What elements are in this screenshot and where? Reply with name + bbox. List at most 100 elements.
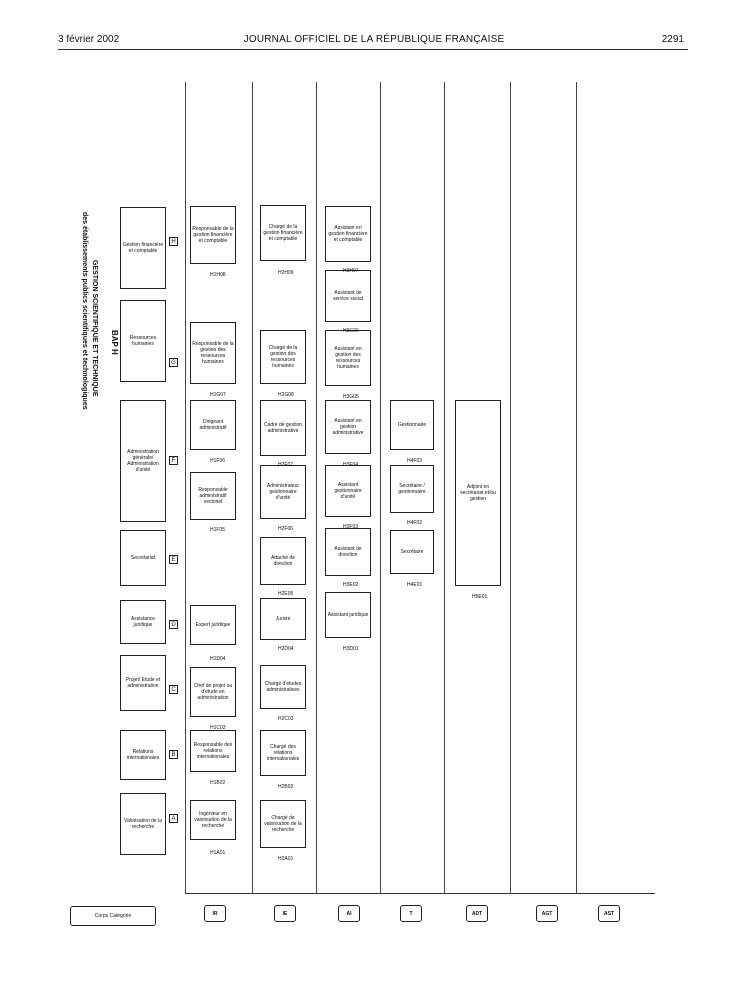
domain-letter-a: A: [169, 814, 178, 823]
job-h2f06: Administrateur gestionnaire d'unité: [260, 465, 306, 519]
job-label: Responsable de la gestion des ressources…: [192, 341, 234, 365]
job-h1h08: Responsable de la gestion financière et …: [190, 206, 236, 264]
domain-label: Secrétariat: [130, 555, 156, 561]
column-line-T: [380, 82, 381, 894]
job-code: H2A01: [278, 856, 294, 862]
column-line-AST: [576, 82, 577, 894]
column-line-AGT: [510, 82, 511, 894]
category-ie: IE: [274, 905, 296, 922]
job-h2a01: Chargé de valorisation de la recherche: [260, 800, 306, 848]
job-label: Responsable de la gestion financière et …: [192, 226, 234, 244]
domain-label: Valorisation de la recherche: [124, 818, 162, 830]
job-h5e01: Adjoint en secrétariat et/ou gestion: [455, 400, 501, 586]
job-h1g07: Responsable de la gestion des ressources…: [190, 322, 236, 384]
job-label: Expert juridique: [195, 622, 231, 628]
domain-letter-d: D: [169, 620, 178, 629]
job-h2g08: Chargé de la gestion des ressources huma…: [260, 330, 306, 384]
job-h3g05: Assistant en gestion des ressources huma…: [325, 330, 371, 386]
domain-header-c: Projet/ Etude et administration: [120, 655, 166, 711]
job-code: H4F02: [407, 520, 423, 526]
chart-subtitle-1: GESTION SCIENTIFIQUE ET TECHNIQUE: [91, 260, 98, 397]
header-date: 3 février 2002: [58, 34, 120, 45]
domain-header-e: Secrétariat: [120, 530, 166, 586]
domain-header-a: Valorisation de la recherche: [120, 793, 166, 855]
job-label: Cadre de gestion administrative: [263, 422, 303, 434]
job-label: Gestionnaire: [397, 422, 427, 428]
job-label: Chef de projet ou d'étude en administrat…: [193, 683, 233, 701]
job-code: H2H09: [278, 270, 294, 276]
job-label: Assistant en gestion des ressources huma…: [334, 346, 362, 370]
chart-title: BAP H: [110, 330, 119, 355]
job-label: Chargé d'études administratives: [264, 681, 302, 693]
job-h1f06: Dirigeant administratif: [190, 400, 236, 450]
job-label: Chargé des relations internationales: [266, 744, 300, 762]
domain-header-h: Gestion financière et comptable: [120, 207, 166, 289]
job-label: Administrateur gestionnaire d'unité: [266, 483, 300, 501]
domain-letter-b: B: [169, 750, 178, 759]
job-label: Dirigeant administratif: [199, 419, 227, 431]
job-code: H3H07: [343, 268, 359, 274]
job-code: H2F07: [278, 462, 294, 468]
job-label: Chargé de la gestion financière et compt…: [263, 224, 303, 242]
job-label: Assistant en gestion administrative: [332, 418, 364, 436]
job-h2d04: Juriste: [260, 598, 306, 640]
job-code: H2D04: [278, 646, 294, 652]
job-h3d01: Assistant juridique: [325, 592, 371, 638]
job-code: H2E05: [278, 591, 294, 597]
job-h2e05: Attaché de direction: [260, 537, 306, 585]
job-h1b02: Responsable des relations internationale…: [190, 730, 236, 772]
job-code: H2G08: [278, 392, 294, 398]
job-code: H1C03: [210, 725, 226, 731]
job-h2b02: Chargé des relations internationales: [260, 730, 306, 776]
column-line-AI: [316, 82, 317, 894]
domain-letter-c: C: [169, 685, 178, 694]
job-h1a01: Ingénieur en valorisation de la recherch…: [190, 800, 236, 840]
job-h1f05: Responsable administratif sectoriel: [190, 472, 236, 520]
job-label: Responsable administratif sectoriel: [198, 487, 228, 505]
job-code: H2B02: [278, 784, 294, 790]
job-h4f03: Gestionnaire: [390, 400, 434, 450]
category-corps: Corps Catégorie: [70, 906, 156, 926]
job-h3f03: Assistant gestionnaire d'unité: [325, 465, 371, 517]
job-code: H1G07: [210, 392, 226, 398]
category-ast: AST: [598, 905, 620, 922]
job-code: H3E02: [343, 582, 359, 588]
job-code: H1F05: [210, 527, 226, 533]
job-h2f07: Cadre de gestion administrative: [260, 400, 306, 456]
domain-label: Ressources humaines: [129, 335, 157, 347]
job-label: Assistant juridique: [327, 612, 369, 618]
domain-header-g: Ressources humaines: [120, 300, 166, 382]
job-h3h07: Assistant en gestion financière et compt…: [325, 206, 371, 262]
job-code: H3G05: [343, 394, 359, 400]
job-h4e01: Secrétaire: [390, 530, 434, 574]
job-code: H1F06: [210, 458, 226, 464]
job-code: H4F03: [407, 458, 423, 464]
column-line-IR: [185, 82, 186, 894]
domain-label: Assistance juridique: [130, 616, 156, 628]
domain-label: Administration générale/ Administration …: [127, 449, 159, 473]
column-line-IE: [252, 82, 253, 894]
job-code: H3F03: [343, 524, 359, 530]
category-ai: AI: [338, 905, 360, 922]
job-code: H2C03: [278, 716, 294, 722]
column-line-ADT: [444, 82, 445, 894]
job-label: Adjoint en secrétariat et/ou gestion: [460, 484, 496, 502]
domain-label: Relations internationales: [126, 749, 160, 761]
job-h2h09: Chargé de la gestion financière et compt…: [260, 205, 306, 261]
job-label: Chargé de la gestion des ressources huma…: [268, 345, 298, 369]
job-h1d04: Expert juridique: [190, 605, 236, 645]
category-t: T: [400, 905, 422, 922]
page-number: 2291: [661, 34, 684, 45]
job-label: Chargé de valorisation de la recherche: [264, 815, 302, 833]
domain-header-d: Assistance juridique: [120, 600, 166, 644]
journal-title: JOURNAL OFFICIEL DE LA RÉPUBLIQUE FRANÇA…: [243, 34, 505, 45]
job-code: H1H08: [210, 272, 226, 278]
job-label: Assistant gestionnaire d'unité: [334, 482, 362, 500]
job-h3f04: Assistant en gestion administrative: [325, 400, 371, 454]
domain-header-b: Relations internationales: [120, 730, 166, 780]
job-code: H1D04: [210, 656, 226, 662]
job-label: Juriste: [275, 616, 291, 622]
domain-letter-f: F: [169, 456, 178, 465]
category-adt: ADT: [466, 905, 488, 922]
chart-subtitle-2: des établissements publics scientifiques…: [81, 212, 88, 410]
